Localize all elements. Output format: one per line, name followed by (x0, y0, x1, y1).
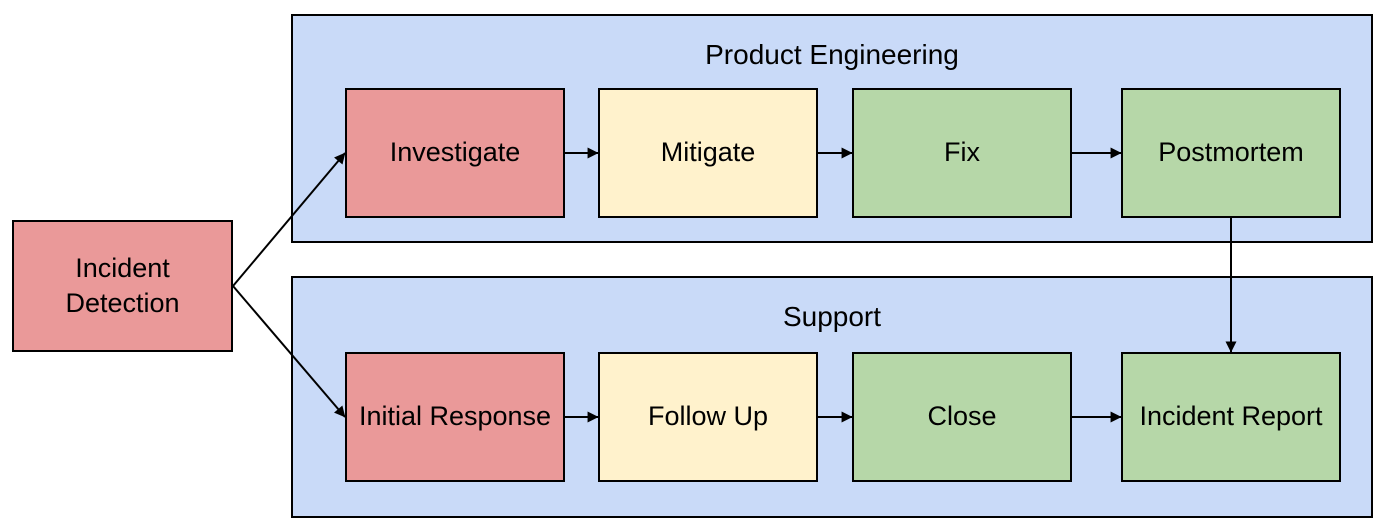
node-incident-report: Incident Report (1121, 352, 1341, 482)
node-close: Close (852, 352, 1072, 482)
node-fix: Fix (852, 88, 1072, 218)
node-initial-response: Initial Response (345, 352, 565, 482)
lane-title-support: Support (782, 301, 882, 332)
node-mitigate: Mitigate (598, 88, 818, 218)
lane-title-product-engineering: Product Engineering (705, 39, 959, 70)
node-follow-up: Follow Up (598, 352, 818, 482)
node-investigate: Investigate (345, 88, 565, 218)
node-postmortem: Postmortem (1121, 88, 1341, 218)
node-incident-detection: Incident Detection (12, 220, 233, 352)
